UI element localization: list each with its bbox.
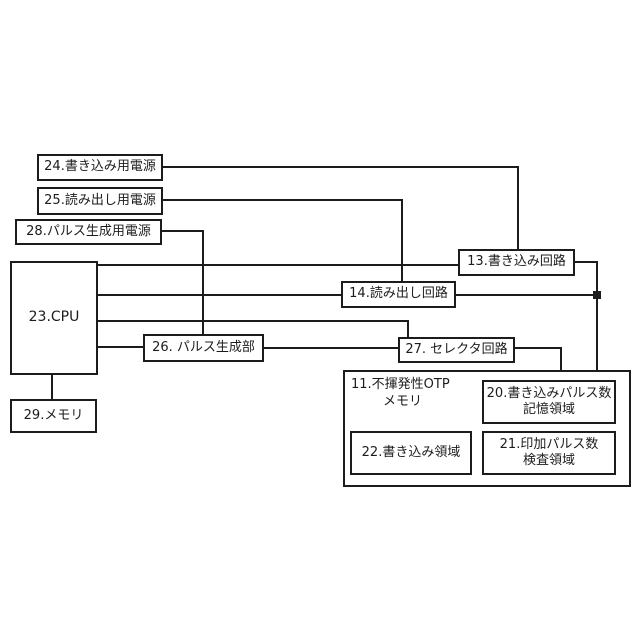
box-28-pulse-generation-power-supply: 28.パルス生成用電源	[15, 219, 162, 245]
box-21-label-line1: 21.印加パルス数	[499, 436, 599, 452]
box-20-write-pulse-count-storage-area: 20.書き込みパルス数 記憶領域	[482, 380, 616, 424]
box-13-write-circuit: 13.書き込み回路	[458, 249, 575, 276]
box-28-label: 28.パルス生成用電源	[26, 223, 151, 239]
box-20-label: 20.書き込みパルス数 記憶領域	[487, 386, 612, 419]
connector-line	[264, 347, 398, 349]
connector-line	[163, 166, 519, 168]
box-27-selector-circuit: 27. セレクタ回路	[398, 337, 515, 363]
box-29-label: 29.メモリ	[23, 407, 84, 423]
connector-line	[163, 199, 403, 201]
connector-line	[51, 375, 53, 399]
box-22-write-area: 22.書き込み領域	[350, 431, 472, 475]
connector-line	[456, 294, 597, 296]
box-24-write-power-supply: 24.書き込み用電源	[37, 154, 163, 181]
connector-line	[575, 261, 598, 263]
box-20-label-line2: 記憶領域	[522, 402, 575, 417]
box-21-label-line2: 検査領域	[522, 453, 575, 468]
box-26-label: 26. パルス生成部	[152, 339, 255, 355]
box-25-label: 25.読み出し用電源	[44, 192, 156, 208]
connector-line	[162, 230, 204, 232]
connector-line	[202, 230, 204, 335]
connector-line	[98, 320, 409, 322]
box-21-label: 21.印加パルス数 検査領域	[500, 437, 599, 470]
box-25-read-power-supply: 25.読み出し用電源	[37, 187, 163, 215]
box-23-cpu: 23.CPU	[10, 261, 98, 375]
box-14-read-circuit: 14.読み出し回路	[341, 281, 456, 308]
connector-line	[517, 166, 519, 250]
box-26-pulse-generator: 26. パルス生成部	[143, 334, 264, 362]
connector-line	[98, 294, 341, 296]
box-20-label-line1: 20.書き込みパルス数	[486, 385, 612, 401]
junction-dot	[593, 291, 601, 299]
connector-line	[401, 199, 403, 282]
connector-line	[596, 261, 598, 371]
connector-line	[560, 347, 562, 371]
box-14-label: 14.読み出し回路	[349, 286, 448, 302]
box-21-applied-pulse-count-check-area: 21.印加パルス数 検査領域	[482, 431, 616, 475]
box-13-label: 13.書き込み回路	[467, 254, 566, 270]
box-11-label-line1: 11.不揮発性OTP	[351, 377, 450, 392]
box-29-memory: 29.メモリ	[10, 399, 97, 433]
connector-line	[515, 347, 562, 349]
box-11-label-line2: メモリ	[383, 393, 423, 409]
connector-line	[407, 320, 409, 338]
connector-line	[98, 264, 458, 266]
box-22-label: 22.書き込み領域	[361, 444, 461, 460]
box-24-label: 24.書き込み用電源	[44, 159, 156, 175]
connector-line	[98, 346, 143, 348]
box-23-label: 23.CPU	[28, 309, 80, 326]
box-27-label: 27. セレクタ回路	[405, 341, 508, 357]
